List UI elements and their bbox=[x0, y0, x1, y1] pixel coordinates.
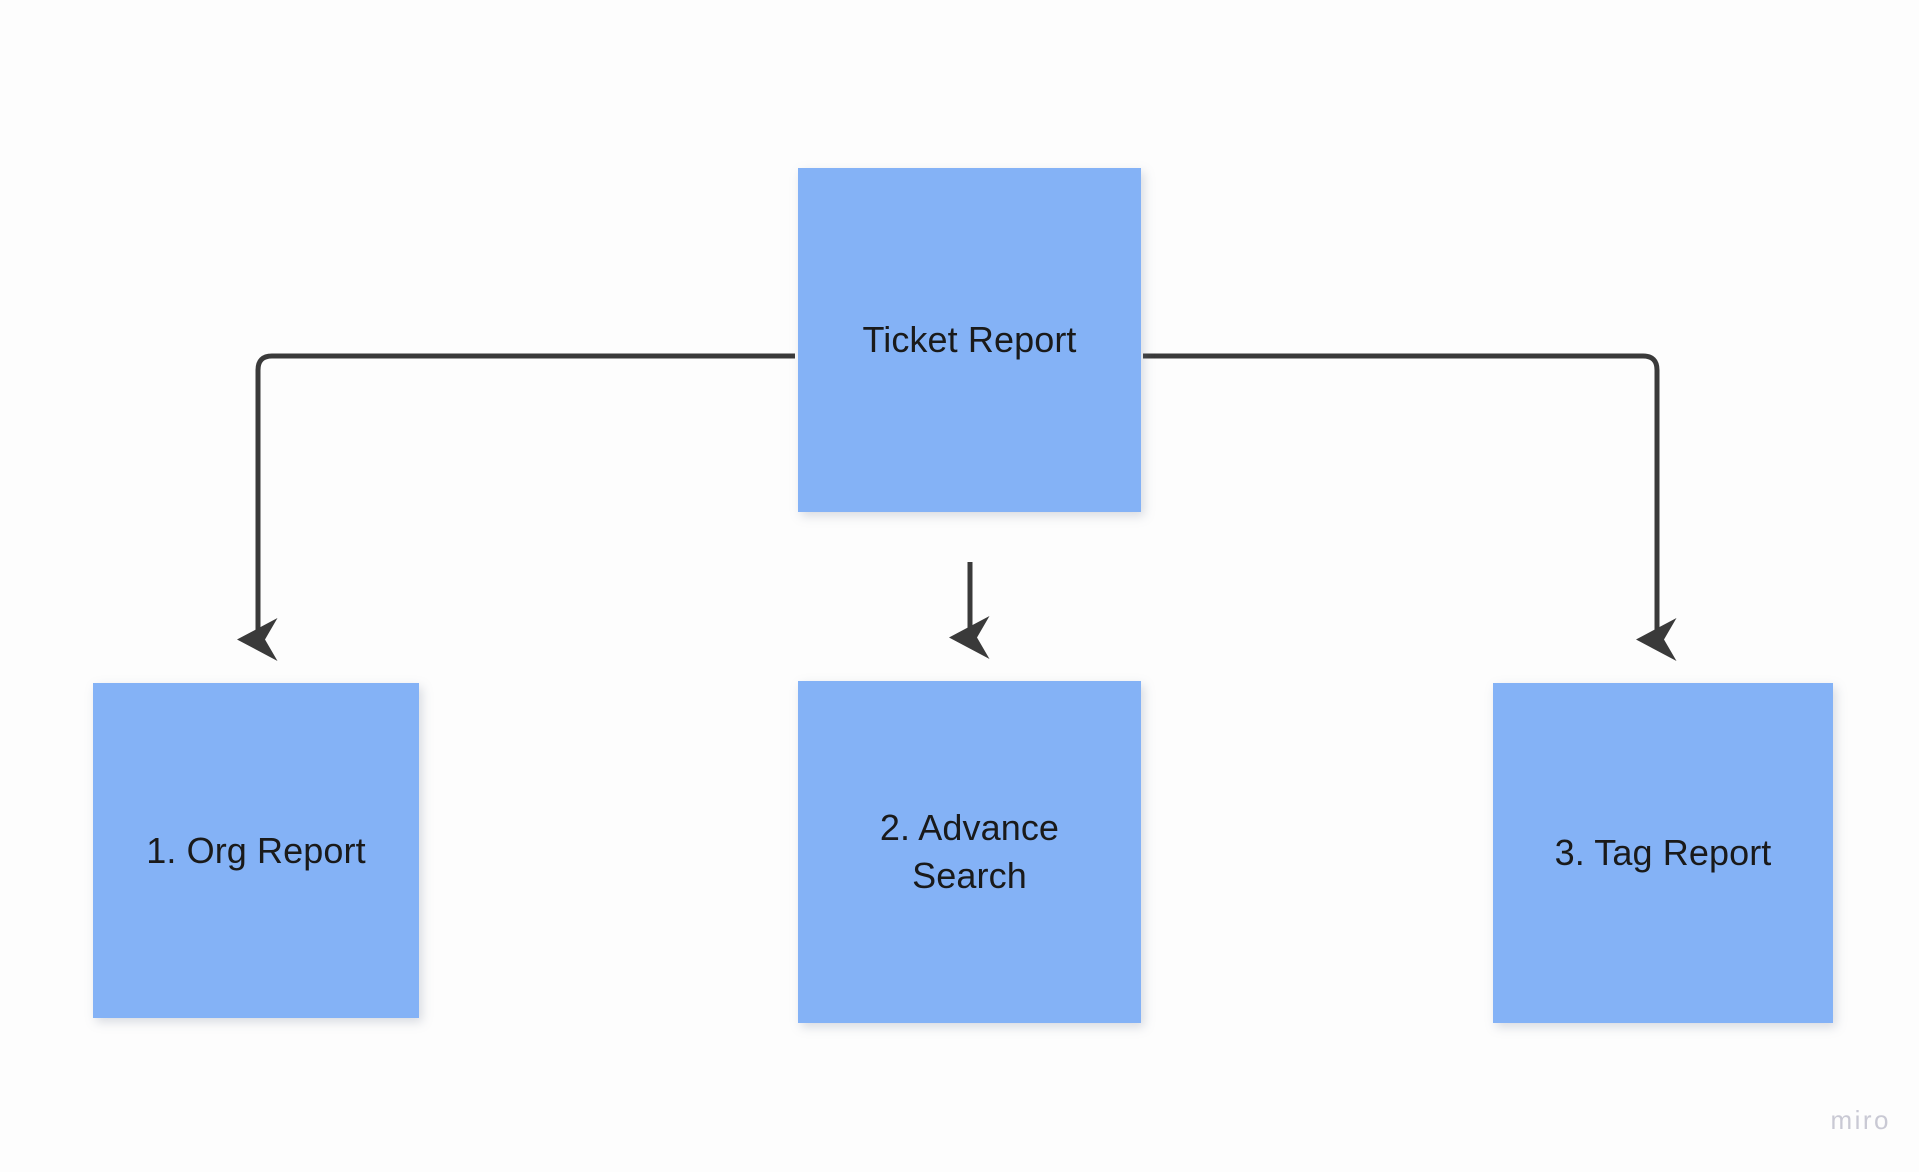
edge-ticket-report-to-tag-report bbox=[1143, 353, 1677, 661]
node-org-report[interactable]: 1. Org Report bbox=[93, 683, 419, 1018]
node-advance-search-label: 2. Advance Search bbox=[879, 807, 1060, 896]
node-ticket-report[interactable]: Ticket Report bbox=[798, 168, 1141, 512]
node-tag-report[interactable]: 3. Tag Report bbox=[1493, 683, 1833, 1023]
edge-ticket-report-to-org-report bbox=[237, 353, 795, 661]
node-ticket-report-label: Ticket Report bbox=[862, 319, 1077, 361]
node-tag-report-label: 3. Tag Report bbox=[1554, 832, 1772, 874]
node-advance-search[interactable]: 2. Advance Search bbox=[798, 681, 1141, 1023]
node-org-report-label: 1. Org Report bbox=[146, 829, 366, 871]
miro-watermark: miro bbox=[1830, 1105, 1891, 1135]
